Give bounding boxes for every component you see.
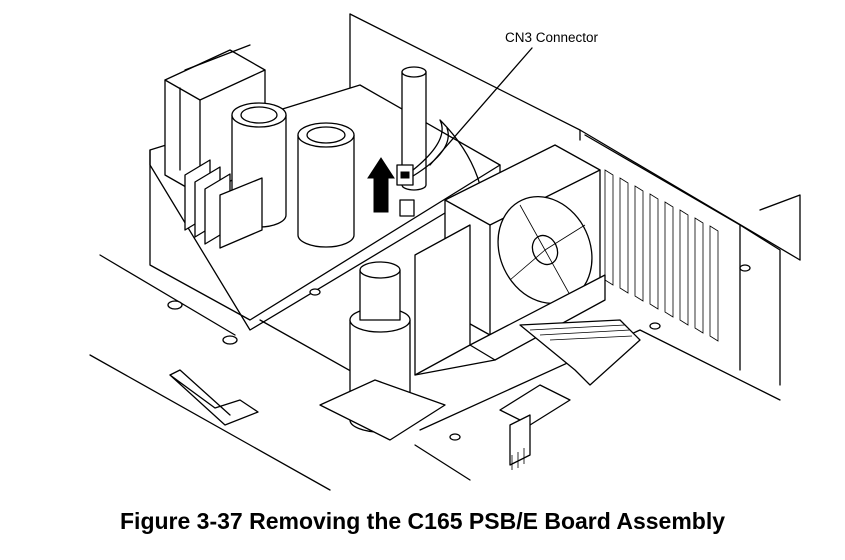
chassis-back-wall (349, 13, 801, 386)
heatsink (184, 159, 263, 249)
fan-bracket (414, 224, 606, 376)
pin-header (499, 384, 571, 470)
screws (167, 264, 751, 441)
cn3-connector-label: CN3 Connector (505, 30, 599, 45)
front-bracket (169, 369, 259, 426)
capacitor-right (297, 122, 355, 248)
front-post (319, 261, 446, 441)
fan-assembly (444, 144, 601, 336)
removal-arrow (367, 157, 395, 213)
psb-board-illustration (89, 13, 801, 491)
figure-caption: Figure 3-37 Removing the C165 PSB/E Boar… (120, 508, 725, 534)
rear-panel-slots (604, 169, 719, 342)
ribbon-connector (519, 319, 641, 386)
standoff-post (401, 66, 427, 191)
callout-leader (429, 47, 533, 166)
